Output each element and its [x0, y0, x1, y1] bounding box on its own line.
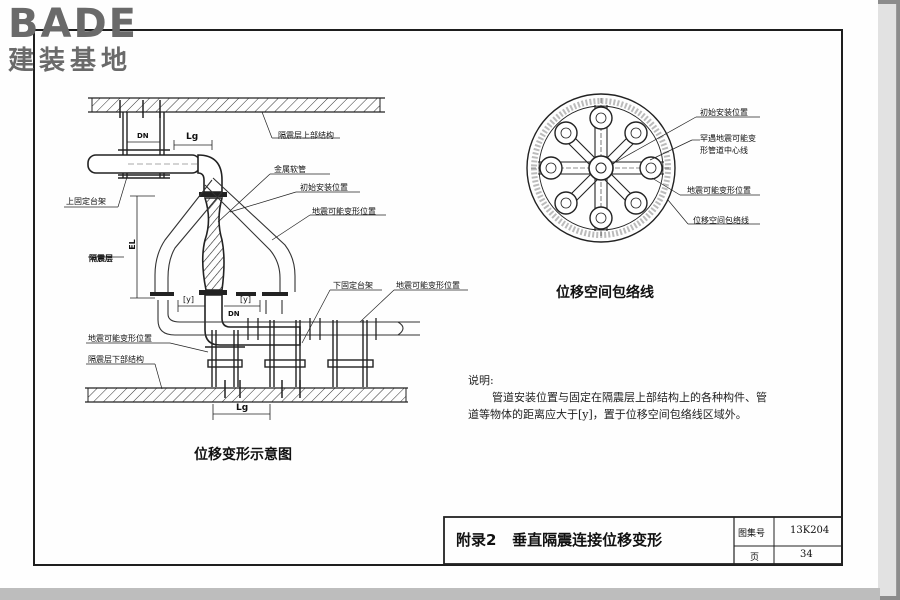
watermark-logo: BADE 建装基地: [8, 2, 178, 76]
envelope-diagram: [526, 93, 760, 243]
label-possible-deformation-right: 地震可能变形位置: [396, 281, 460, 290]
atlas-number-label: 图集号: [738, 529, 766, 539]
label-possible-deformation: 地震可能变形位置: [312, 207, 376, 216]
lower-structure-slab: [87, 387, 407, 403]
label-initial-position: 初始安装位置: [300, 183, 348, 192]
upper-structure-slab: [91, 97, 381, 113]
label-y-right: [y]: [240, 295, 251, 304]
label-lower-fixed-support: 下固定台架: [333, 281, 373, 290]
drawing-title: 附录2 垂直隔震连接位移变形: [456, 531, 663, 549]
label-center-line-1: 罕遇地震可能变: [700, 134, 756, 143]
label-envelope: 位移空间包络线: [693, 216, 749, 225]
page-bottom-edge: [0, 588, 880, 600]
title-block-grid: [443, 516, 843, 565]
notes-line-2: 道等物体的距离应大于[y]，置于位移空间包络线区域外。: [468, 408, 747, 421]
label-metal-hose: 金属软管: [274, 165, 306, 174]
notes-heading: 说明:: [468, 374, 494, 387]
label-envelope-deformation: 地震可能变形位置: [687, 186, 751, 195]
right-diagram-caption: 位移空间包络线: [556, 285, 654, 301]
label-dn-bottom: DN: [228, 310, 240, 318]
label-lower-structure: 隔震层下部结构: [88, 355, 144, 364]
logo-main-text: BADE: [8, 1, 138, 47]
page-number: 34: [800, 549, 813, 560]
label-dn-top: DN: [137, 132, 149, 140]
envelope-circle: [526, 93, 676, 243]
label-upper-structure: 隔震层上部结构: [278, 131, 334, 140]
lower-fixed-support: [205, 320, 374, 387]
label-lg-bottom: Lg: [236, 403, 249, 413]
left-diagram-caption: 位移变形示意图: [194, 447, 292, 463]
label-center-line-2: 形管道中心线: [700, 146, 748, 155]
label-possible-deformation-left: 地震可能变形位置: [88, 334, 152, 343]
drawing-frame: [33, 29, 843, 566]
label-lg-top: Lg: [186, 132, 199, 142]
page-label: 页: [750, 553, 760, 563]
displacement-diagram: [64, 97, 468, 420]
label-envelope-initial-position: 初始安装位置: [700, 108, 748, 117]
label-upper-fixed-support: 上固定台架: [66, 197, 106, 206]
page-edge: [890, 4, 897, 596]
notes-line-1: 管道安装位置与固定在隔震层上部结构上的各种构件、管: [492, 391, 767, 404]
label-isolation-layer: 隔震层: [89, 254, 113, 263]
label-y-left: [y]: [183, 295, 194, 304]
logo-sub-text: 建装基地: [8, 46, 133, 76]
atlas-number-value: 13K204: [790, 525, 830, 536]
label-el: EL: [127, 239, 137, 250]
